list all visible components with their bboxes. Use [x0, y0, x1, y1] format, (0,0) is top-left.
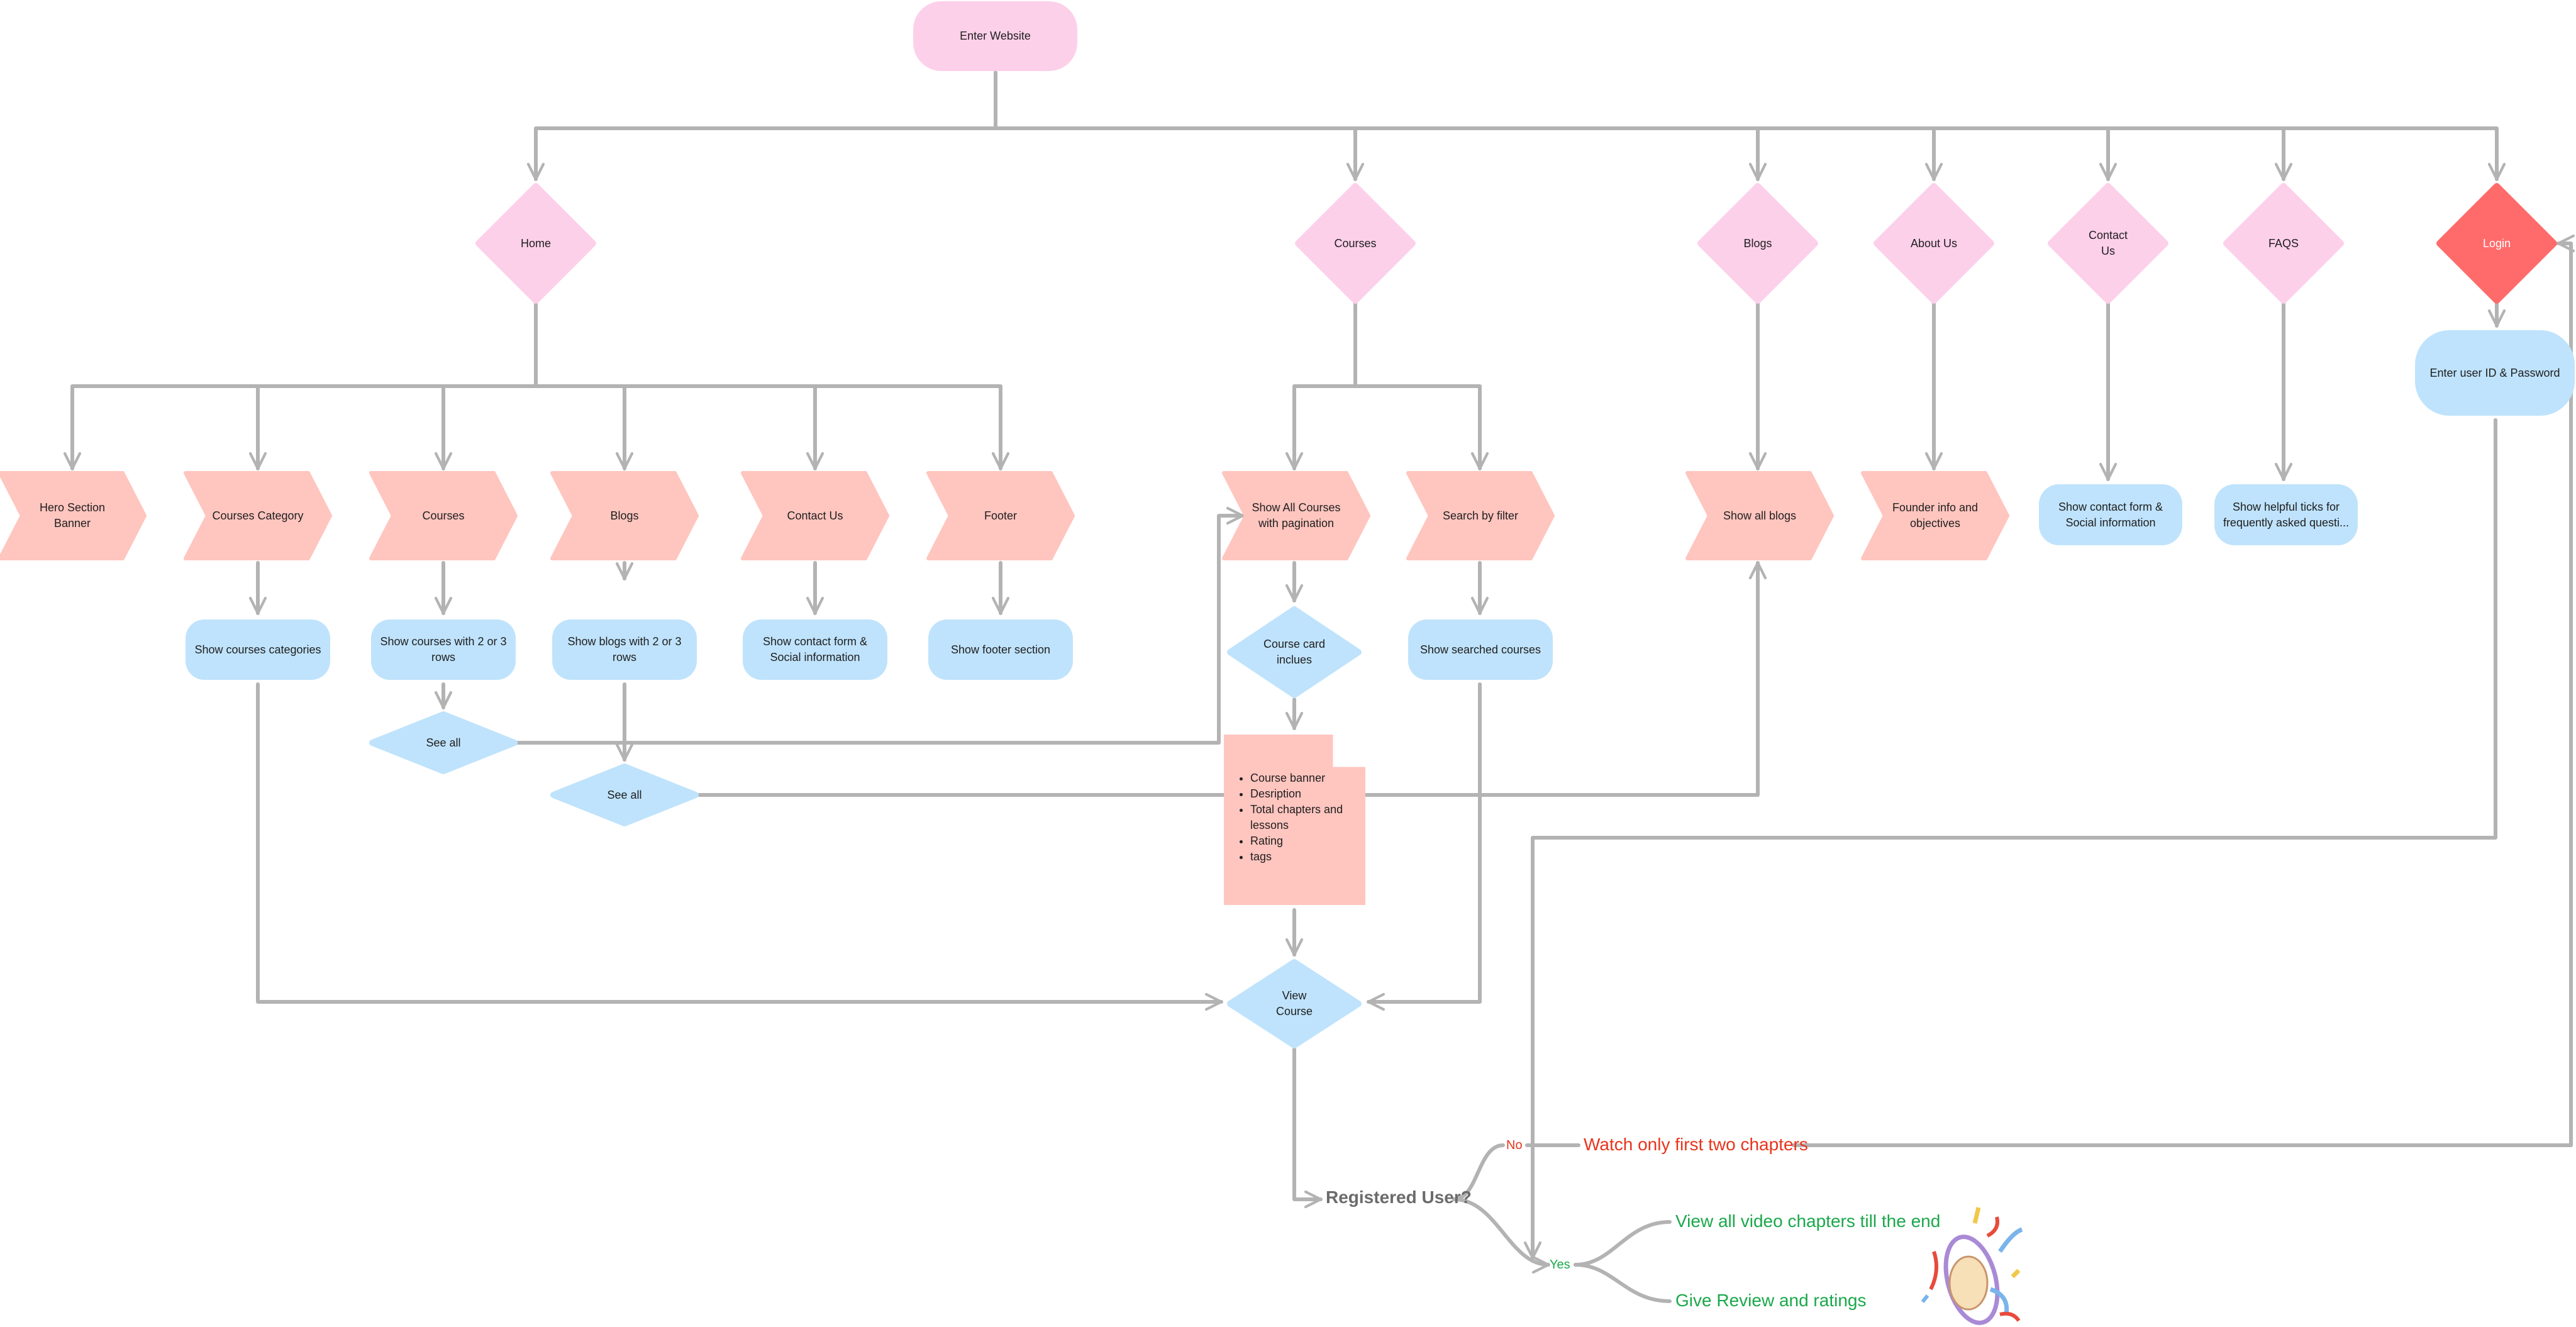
contact-diamond — [2048, 183, 2168, 304]
detail-blogs-rows: Show blogs with 2 or 3 rows — [567, 635, 682, 664]
registered-user-question: Registered User? — [1326, 1187, 1472, 1207]
detail-courses-categories: Show courses categories — [194, 643, 321, 656]
detail-login: Enter user ID & Password — [2429, 366, 2560, 379]
page-faqs: FAQS — [2268, 236, 2299, 250]
section-chevrons — [0, 471, 2009, 560]
detail-courses-rows: Show courses with 2 or 3 rows — [380, 635, 507, 664]
course-card-item: Course banner — [1250, 770, 1345, 786]
section-founder: Founder info and objectives — [1892, 501, 1979, 530]
page-blogs: Blogs — [1743, 236, 1772, 250]
start-node — [913, 1, 1077, 71]
detail-contact: Show contact form & Social information — [2058, 500, 2163, 529]
page-home: Home — [520, 236, 551, 250]
login-diamond — [2436, 183, 2557, 304]
page-about: About Us — [1910, 236, 1958, 250]
start-node-label: Enter Website — [960, 30, 1031, 42]
page-login: Login — [2482, 236, 2511, 250]
section-courses: Courses — [422, 509, 465, 522]
faqs-diamond — [2223, 183, 2344, 304]
yes-outcome-review: Give Review and ratings — [1675, 1291, 1867, 1310]
section-search-filter: Search by filter — [1442, 509, 1519, 522]
see-all-courses-diamond — [369, 711, 518, 774]
celebration-sticker-icon — [1921, 1207, 2023, 1325]
detail-home-contact: Show contact form & Social information — [762, 635, 868, 664]
section-contact: Contact Us — [787, 509, 843, 522]
section-blogs: Blogs — [610, 509, 639, 522]
course-card-item: Desription — [1250, 786, 1345, 802]
course-card-items: Course banner Desription Total chapters … — [1236, 770, 1345, 865]
detail-faqs: Show helpful ticks for frequently asked … — [2223, 500, 2350, 529]
courses-diamond — [1295, 183, 1416, 304]
section-courses-category: Courses Category — [212, 509, 304, 522]
no-label: No — [1506, 1138, 1523, 1152]
yes-outcome-view-all: View all video chapters till the end — [1675, 1211, 1941, 1231]
course-card-item: Rating — [1250, 833, 1345, 849]
detail-footer: Show footer section — [950, 643, 1051, 656]
connectors — [63, 70, 2575, 1303]
section-footer: Footer — [984, 509, 1018, 522]
course-card-label: Course card inclues — [1263, 638, 1326, 666]
view-course-diamond — [1227, 959, 1362, 1048]
course-card-diamond — [1227, 606, 1362, 698]
blogs-diamond — [1697, 183, 1818, 304]
course-card-item: Total chapters and lessons — [1250, 802, 1345, 833]
see-all-courses: See all — [426, 736, 461, 749]
section-all-courses: Show All Courses with pagination — [1252, 501, 1341, 530]
detail-boxes — [186, 330, 2575, 680]
view-course-label: View Course — [1275, 989, 1313, 1018]
home-diamond — [475, 183, 596, 304]
see-all-blogs: See all — [607, 788, 642, 801]
yes-label: Yes — [1550, 1258, 1570, 1272]
detail-searched-courses: Show searched courses — [1419, 643, 1541, 656]
section-all-blogs: Show all blogs — [1723, 509, 1797, 522]
course-card-document — [1224, 735, 1365, 905]
section-hero: Hero Section Banner — [39, 501, 106, 530]
page-contact: Contact Us — [2088, 229, 2128, 257]
see-all-blogs-diamond — [550, 763, 699, 826]
page-courses: Courses — [1334, 236, 1377, 250]
course-card-item: tags — [1250, 849, 1345, 865]
about-diamond — [1874, 183, 1994, 304]
no-outcome: Watch only first two chapters — [1584, 1135, 1808, 1154]
